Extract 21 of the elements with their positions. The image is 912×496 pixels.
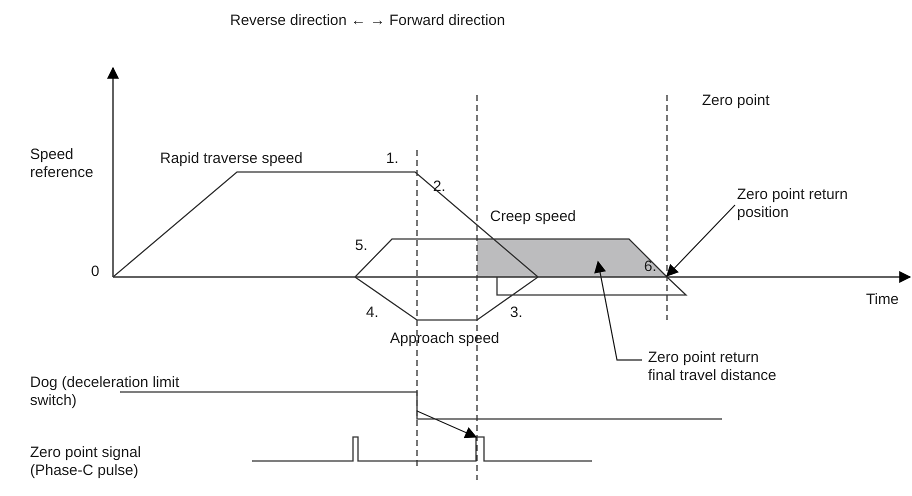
axis-label: Zero point xyxy=(702,92,770,110)
step-number: 4. xyxy=(366,304,379,322)
curve-label: Rapid traverse speed xyxy=(160,150,303,168)
signal-label: Zero point signal (Phase-C pulse) xyxy=(30,444,142,480)
leader-line xyxy=(594,260,642,361)
step-number: 5. xyxy=(355,237,368,255)
step-number: 3. xyxy=(510,304,523,322)
axis-label: 0 xyxy=(91,263,100,281)
direction-caption: Reverse direction ← → Forward direction xyxy=(230,12,506,30)
shaded-area xyxy=(477,239,667,277)
curve-label: Approach speed xyxy=(390,330,500,348)
leader-line xyxy=(666,204,736,277)
signal-label: Dog (deceleration limit switch) xyxy=(30,374,180,410)
annotation-text: Zero point return position xyxy=(737,186,849,222)
step-number: 1. xyxy=(386,150,399,168)
axis-label: Time xyxy=(866,291,899,309)
annotation-text: Zero point return final travel distance xyxy=(648,349,788,385)
step-number: 6. xyxy=(644,258,657,276)
curve-label: Creep speed xyxy=(490,208,576,226)
axis-label: Speed reference xyxy=(30,146,94,182)
step-number: 2. xyxy=(433,178,446,196)
